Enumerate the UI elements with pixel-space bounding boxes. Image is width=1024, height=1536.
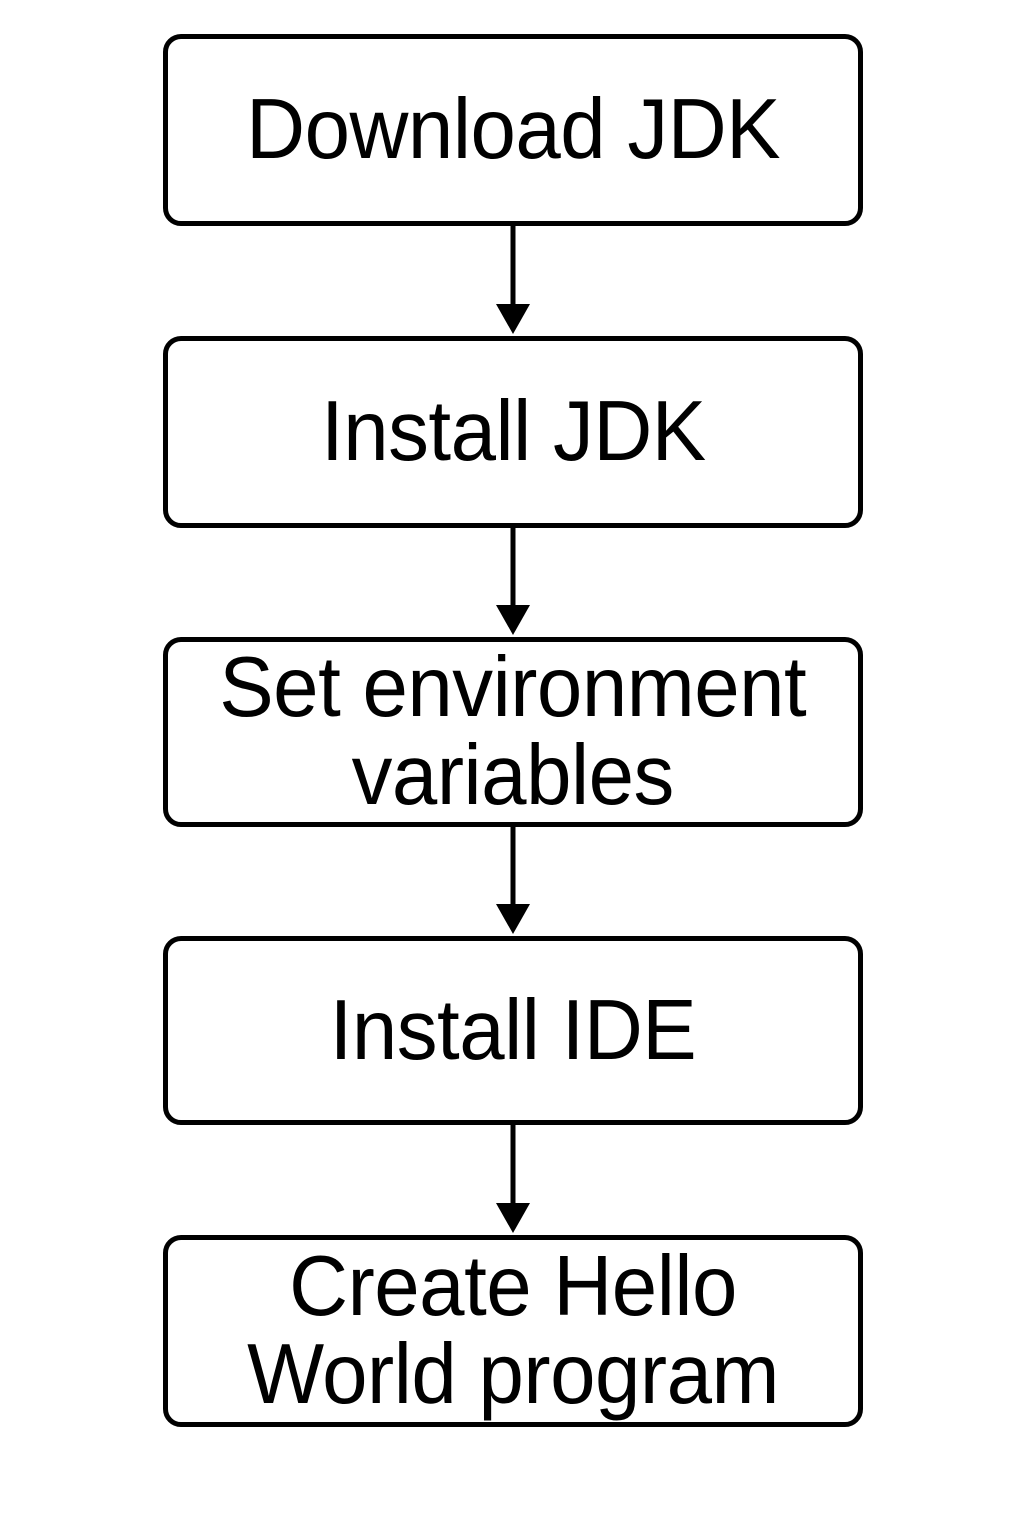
flowchart-edge-install-jdk-to-set-env bbox=[490, 528, 536, 637]
flowchart-node-create-hello-world-program[interactable]: Create Hello World program bbox=[163, 1235, 863, 1427]
flowchart-node-label: Create Hello World program bbox=[247, 1239, 779, 1422]
flowchart-node-install-ide[interactable]: Install IDE bbox=[163, 936, 863, 1125]
flowchart-edge-install-ide-to-create-hello bbox=[490, 1125, 536, 1235]
arrow-down-icon bbox=[496, 528, 530, 635]
arrow-down-icon bbox=[496, 827, 530, 934]
flowchart-node-install-jdk[interactable]: Install JDK bbox=[163, 336, 863, 528]
flowchart-node-label: Install IDE bbox=[329, 982, 697, 1078]
flowchart-node-label: Download JDK bbox=[246, 82, 780, 177]
flowchart-node-set-environment-variables[interactable]: Set environment variables bbox=[163, 637, 863, 827]
flowchart-node-label: Set environment variables bbox=[219, 640, 807, 823]
arrow-down-icon bbox=[496, 1125, 530, 1233]
flowchart-edge-download-to-install-jdk bbox=[490, 226, 536, 336]
arrow-down-icon bbox=[496, 226, 530, 334]
flowchart-node-label: Install JDK bbox=[320, 384, 706, 479]
flowchart-edge-set-env-to-install-ide bbox=[490, 827, 536, 936]
flowchart-node-download-jdk[interactable]: Download JDK bbox=[163, 34, 863, 226]
